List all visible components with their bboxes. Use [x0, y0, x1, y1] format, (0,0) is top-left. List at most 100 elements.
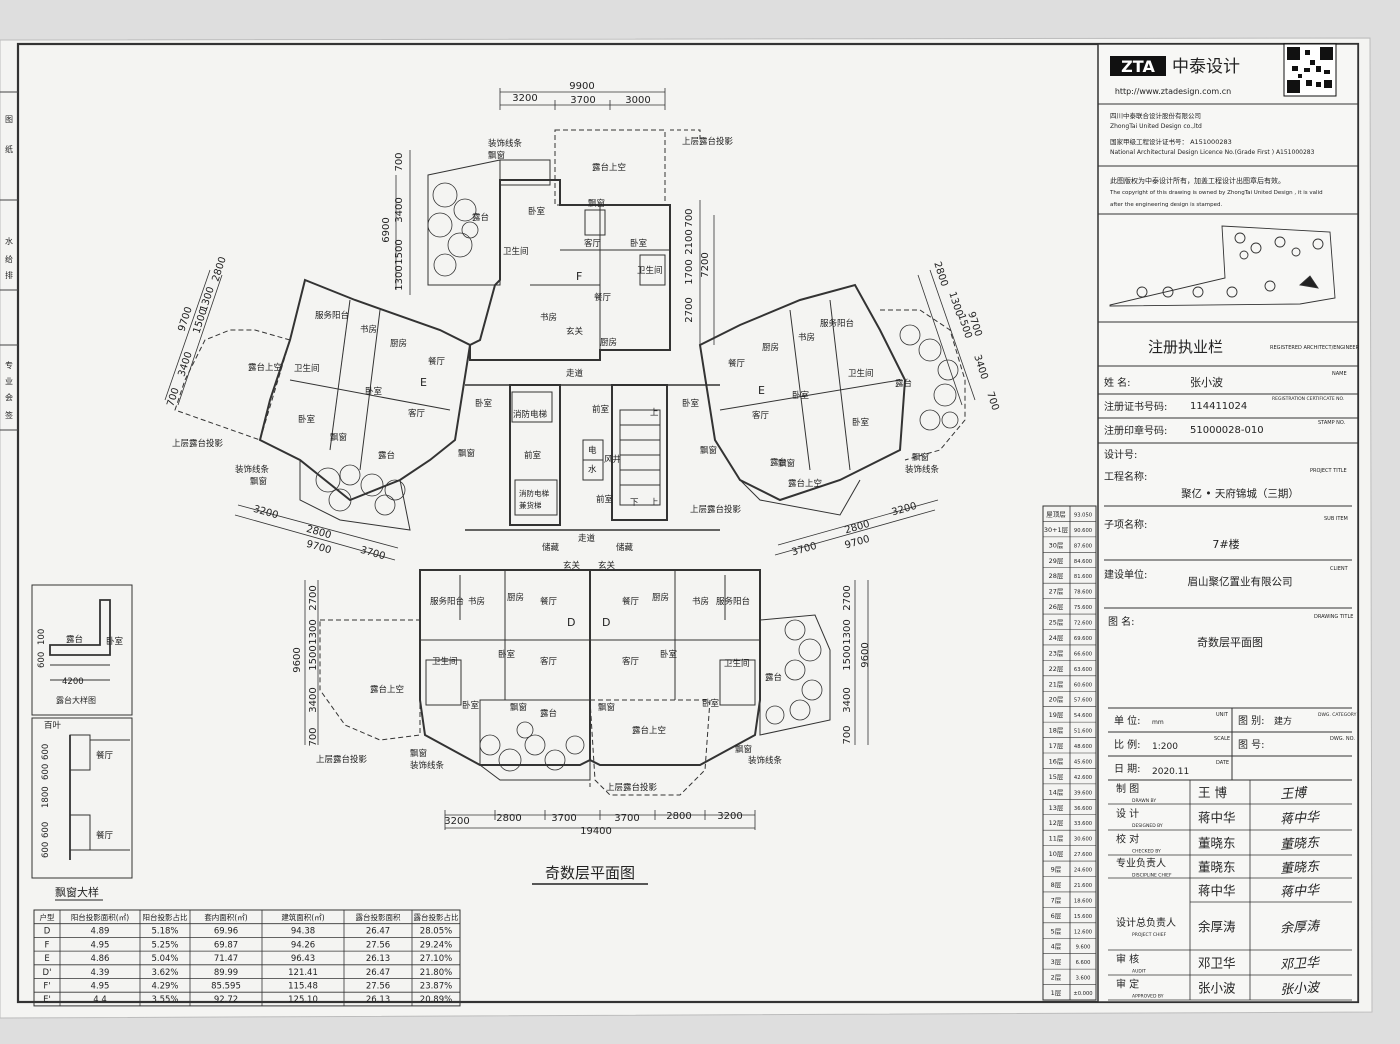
signer-name: 邓卫华 [1198, 956, 1236, 971]
room-label: 露台 [378, 450, 395, 461]
floor-name: 3层 [1051, 958, 1062, 966]
area-table-header: 阳台投影面积(㎡) [71, 912, 129, 922]
area-table-cell: 96.43 [291, 954, 315, 964]
room-label: 卫生间 [432, 656, 458, 667]
area-table-cell: 26.13 [366, 995, 390, 1005]
left-margin-sign-strip: 图 纸 水 给 排 专 业 会 签 [0, 91, 18, 431]
signature-image: 张小波 [1280, 980, 1322, 998]
room-label: 厨房 [600, 337, 617, 348]
dim-label: 9600 [292, 647, 303, 672]
room-label: 服务阳台 [820, 318, 854, 329]
terrace-detail-title: 露台大样图 [56, 695, 96, 705]
detail-dim: 600 [37, 652, 47, 668]
signature-image: 董晓东 [1280, 859, 1322, 877]
detail-dim: 600 [41, 822, 51, 838]
copyright-en: after the engineering design is stamped. [1110, 202, 1222, 208]
floor-elevation: 63.600 [1074, 667, 1092, 673]
detail-label: 卧室 [106, 636, 124, 647]
room-label: 卫生间 [637, 265, 663, 276]
room-label: 餐厅 [728, 359, 746, 369]
area-table-cell: 121.41 [288, 968, 318, 978]
detail-label: 百叶 [44, 721, 62, 731]
floor-name: 19层 [1049, 711, 1064, 719]
area-table-cell: 69.87 [214, 940, 238, 950]
area-table-cell: D [44, 927, 51, 937]
floor-name: 23层 [1049, 649, 1064, 657]
company-url: http://www.ztadesign.com.cn [1115, 87, 1231, 96]
room-label: 消防电梯 [513, 409, 548, 420]
area-table-cell: 4.89 [91, 927, 110, 937]
floor-name: 1层 [1051, 989, 1062, 997]
room-label: 上层露台投影 [690, 504, 742, 515]
dim-label: 3700 [570, 95, 595, 106]
unit-en: UNIT [1216, 712, 1229, 718]
floor-name: 2层 [1051, 974, 1062, 982]
signature-image: 蒋中华 [1280, 810, 1322, 828]
room-label: 露台 [895, 378, 912, 389]
room-label: 上 [650, 498, 659, 508]
room-label: 卧室 [298, 414, 316, 425]
key-plan [1109, 225, 1336, 307]
area-table-cell: 85.595 [211, 982, 241, 992]
signature-image: 蒋中华 [1280, 883, 1322, 901]
name-label: 姓 名: [1104, 376, 1131, 389]
room-label: 餐厅 [594, 293, 612, 303]
margin-label: 水 [5, 236, 13, 246]
floor-name: 7层 [1051, 896, 1062, 904]
dim-label: 1500 [308, 645, 319, 670]
room-label: 卫生间 [503, 246, 529, 257]
drawing-label: 图 名: [1108, 615, 1135, 628]
unit-label-d-mirror: D [602, 616, 610, 629]
room-label: 飘窗 [598, 702, 615, 713]
dim-label: 1300 [842, 619, 853, 644]
signer-role-en: PROJECT CHIEF [1132, 932, 1167, 938]
date-label: 日 期: [1114, 763, 1141, 775]
signer-role: 审 核 [1116, 953, 1139, 966]
signer-role: 专业负责人 [1116, 857, 1166, 870]
room-label: 装饰线条 [488, 138, 523, 149]
signer-name: 蒋中华 [1198, 810, 1236, 825]
cert-en-small: REGISTRATION CERTIFICATE NO. [1272, 396, 1344, 402]
floor-name: 12层 [1049, 819, 1064, 827]
room-label: 露台 [472, 212, 489, 223]
stamp-value: 51000028-010 [1190, 425, 1264, 436]
room-label: 装饰线条 [235, 464, 270, 475]
room-label: 兼货梯 [519, 500, 542, 510]
floor-elevation: 93.050 [1074, 512, 1092, 518]
floor-name: 11层 [1049, 835, 1064, 843]
scale-en: SCALE [1214, 736, 1230, 742]
unit-label-f: F [576, 270, 582, 283]
signer-name: 蒋中华 [1198, 883, 1236, 898]
room-label: 客厅 [408, 408, 426, 419]
room-label: 卧室 [792, 390, 810, 401]
company-name: 中泰设计 [1172, 57, 1240, 77]
room-label: 前室 [592, 404, 610, 415]
area-table-cell: 4.29% [151, 982, 178, 992]
name-value: 张小波 [1190, 376, 1223, 389]
floor-name: 22层 [1049, 665, 1064, 673]
room-label: 卧室 [462, 700, 480, 711]
area-table-cell: E' [43, 995, 51, 1005]
room-label: 露台上空 [632, 725, 666, 736]
signer-role-en: APPROVED BY [1132, 994, 1164, 1000]
signer-name: 董晓东 [1198, 836, 1236, 851]
area-table-header: 套内面积(㎡) [204, 912, 247, 922]
company-cn: 四川中泰联合设计股份有限公司 [1110, 111, 1201, 120]
signer-role: 设计总负责人 [1116, 916, 1176, 929]
floor-name: 16层 [1049, 757, 1064, 765]
detail-dim: 100 [37, 629, 47, 645]
room-label: 装饰线条 [410, 760, 445, 771]
floor-name: 13层 [1049, 804, 1064, 812]
room-label: 玄关 [598, 560, 616, 571]
dim-label: 3200 [717, 811, 742, 822]
room-label: 书房 [540, 312, 557, 323]
room-label: 风井 [604, 454, 621, 465]
margin-label: 签 [5, 410, 13, 420]
floor-name: 27层 [1049, 588, 1064, 596]
cert-value: 114411024 [1190, 401, 1247, 412]
company-en: ZhongTai United Design co.,ltd [1110, 123, 1202, 130]
scale-label: 比 例: [1114, 738, 1141, 751]
terrace-detail [31, 584, 133, 716]
area-table-cell: 27.10% [420, 954, 452, 964]
cert-label: 注册证书号码: [1104, 400, 1167, 413]
